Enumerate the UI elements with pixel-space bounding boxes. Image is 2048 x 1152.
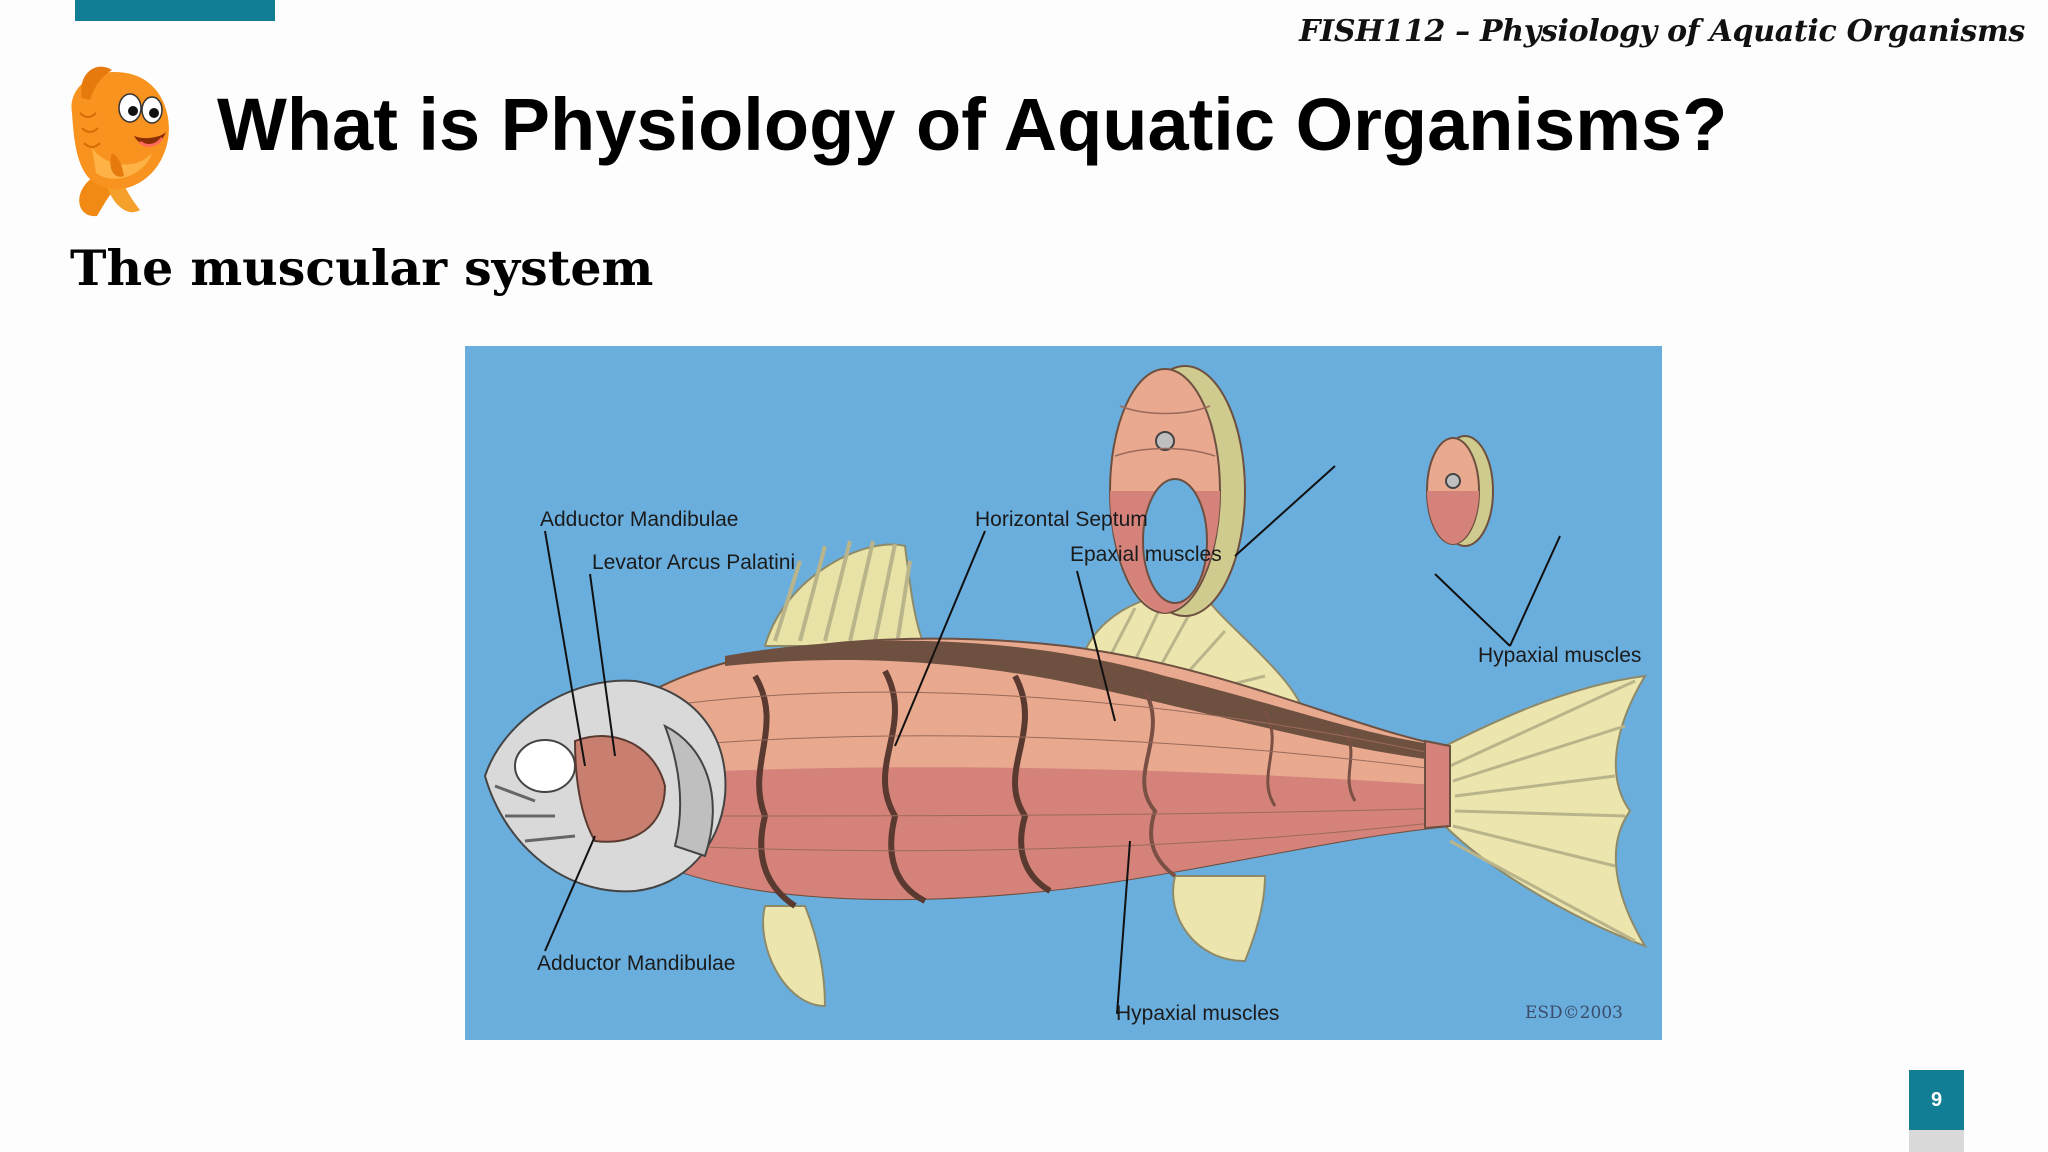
pelvic-fin [762, 905, 827, 1008]
slide-subtitle: The muscular system [70, 239, 654, 297]
tail-fin [1444, 674, 1648, 948]
cross-section-small [1426, 435, 1494, 547]
label-levator-arcus-palatini: Levator Arcus Palatini [592, 551, 795, 574]
course-header: FISH112 – Physiology of Aquatic Organism… [1299, 14, 2025, 49]
dorsal-fin-spiny [763, 540, 927, 647]
figure-credit: ESD©2003 [1525, 1003, 1623, 1023]
label-adductor-mandibulae-top: Adductor Mandibulae [540, 508, 738, 531]
fish-body [611, 637, 1452, 909]
fish-head-skeleton [483, 679, 727, 893]
label-epaxial-muscles: Epaxial muscles [1070, 543, 1222, 566]
label-hypaxial-muscles-right: Hypaxial muscles [1478, 644, 1641, 667]
slide-title: What is Physiology of Aquatic Organisms? [217, 83, 1728, 166]
label-horizontal-septum: Horizontal Septum [975, 508, 1148, 531]
page-tab [1909, 1130, 1964, 1152]
page-number-badge: 9 [1909, 1070, 1964, 1130]
top-accent-bar [75, 0, 275, 21]
cross-section-large [1109, 365, 1246, 617]
goldfish-mascot-icon [52, 58, 182, 223]
anal-fin [1172, 875, 1267, 963]
label-hypaxial-muscles-bottom: Hypaxial muscles [1116, 1002, 1279, 1025]
label-adductor-mandibulae-bottom: Adductor Mandibulae [537, 952, 735, 975]
leader-lines [544, 465, 1561, 1015]
fish-muscle-diagram: Adductor Mandibulae Levator Arcus Palati… [465, 346, 1662, 1040]
